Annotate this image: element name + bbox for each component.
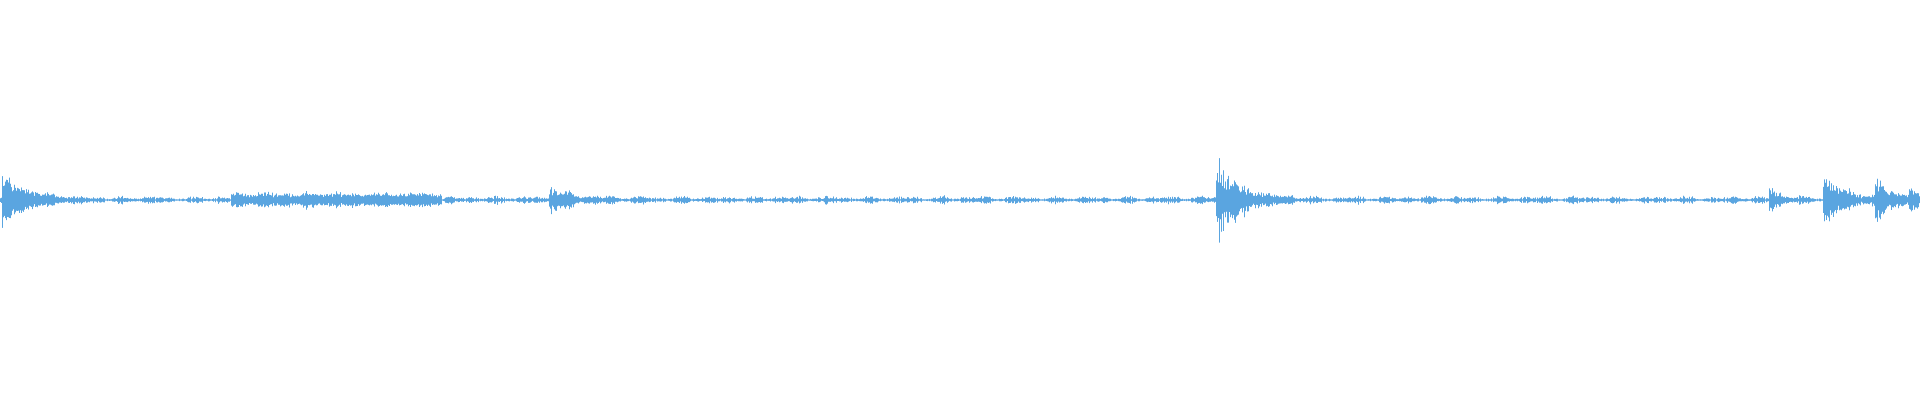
waveform-bars	[0, 158, 1920, 243]
